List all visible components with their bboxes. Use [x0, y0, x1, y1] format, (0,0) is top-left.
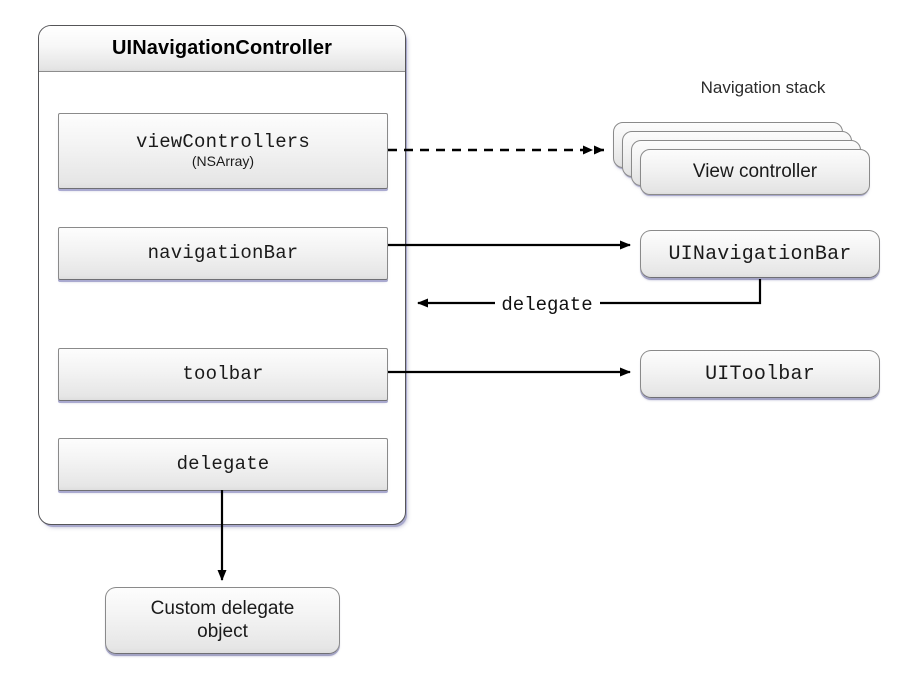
property-box-navigationbar[interactable]: navigationBar: [58, 227, 388, 280]
custom-delegate-object-node[interactable]: Custom delegate object: [105, 587, 340, 654]
property-box-toolbar[interactable]: toolbar: [58, 348, 388, 401]
custom-delegate-line-2: object: [197, 620, 248, 642]
property-name-delegate: delegate: [176, 452, 270, 475]
uinavigationbar-node[interactable]: UINavigationBar: [640, 230, 880, 278]
navigation-stack-card-1[interactable]: View controller: [640, 149, 870, 195]
property-box-viewcontrollers[interactable]: viewControllers (NSArray): [58, 113, 388, 189]
property-name-navigationbar: navigationBar: [147, 241, 299, 264]
property-name-toolbar: toolbar: [182, 362, 264, 385]
property-type-viewcontrollers: (NSArray): [191, 153, 255, 170]
custom-delegate-line-1: Custom delegate: [150, 597, 295, 619]
page-title: UINavigationController: [39, 26, 405, 72]
property-name-viewcontrollers: viewControllers: [135, 131, 311, 154]
uitoolbar-node[interactable]: UIToolbar: [640, 350, 880, 398]
edge-uinavigationbar-delegate: delegate: [417, 279, 762, 316]
uinavigationbar-label: UINavigationBar: [668, 242, 852, 266]
edge-label-delegate: delegate: [501, 294, 592, 316]
view-controller-label: View controller: [692, 161, 818, 182]
uinavigationcontroller-container: UINavigationController viewControllers (…: [38, 25, 406, 525]
property-box-delegate[interactable]: delegate: [58, 438, 388, 491]
uitoolbar-label: UIToolbar: [705, 362, 815, 386]
navigation-stack-label: Navigation stack: [700, 78, 826, 97]
